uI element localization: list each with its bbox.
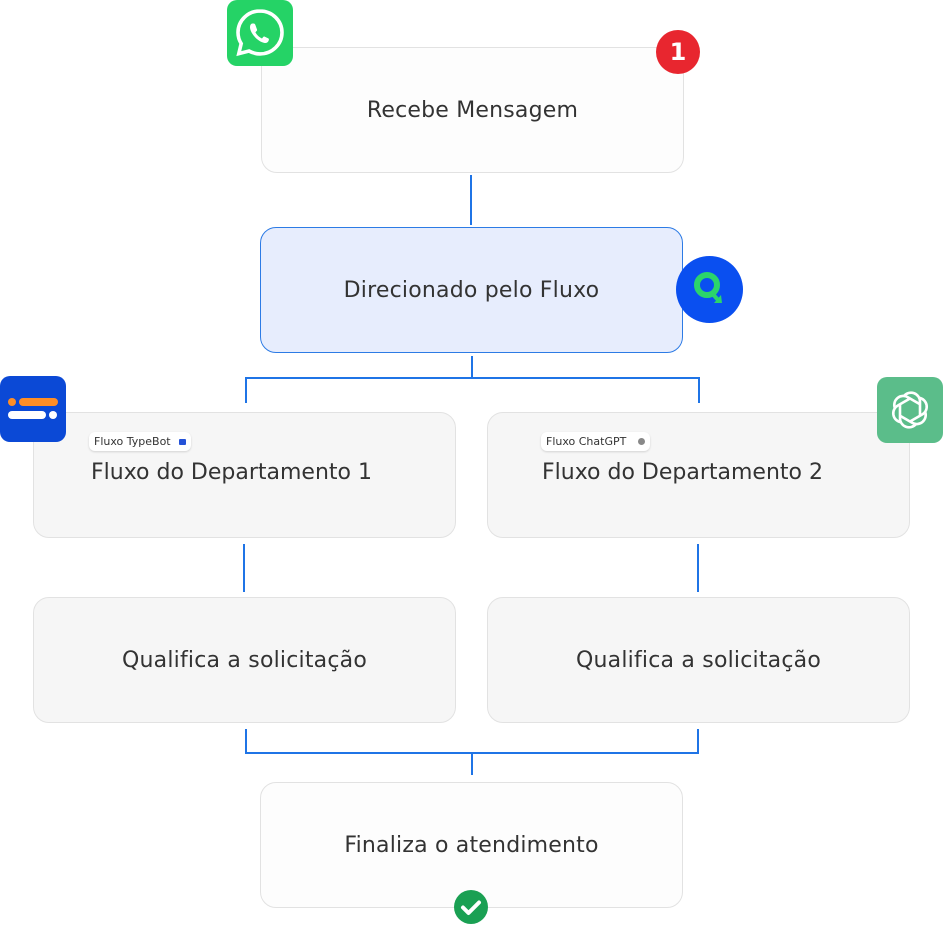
node-label: Fluxo do Departamento 2 [542, 460, 823, 485]
connector-receive-route [470, 175, 472, 225]
step-number: 1 [669, 38, 687, 66]
tag-chatgpt: Fluxo ChatGPT [541, 432, 651, 451]
connector-merge-left [245, 729, 247, 754]
whatsapp-icon [227, 0, 293, 66]
typebot-mini-icon [178, 438, 186, 445]
q-logo-icon [676, 256, 743, 323]
connector-merge-finish [471, 752, 473, 775]
tag-label: Fluxo ChatGPT [546, 435, 627, 448]
node-routed-by-flow[interactable]: Direcionado pelo Fluxo [260, 227, 683, 353]
node-label: Direcionado pelo Fluxo [343, 277, 600, 303]
chatgpt-icon [877, 377, 943, 443]
connector-branch-left [245, 377, 247, 403]
chatgpt-mini-icon [638, 438, 646, 445]
node-label: Qualifica a solicitação [576, 647, 821, 673]
node-label: Finaliza o atendimento [344, 832, 599, 858]
check-circle-icon [454, 890, 488, 924]
connector-branch-right [698, 377, 700, 403]
node-label: Recebe Mensagem [366, 97, 579, 123]
node-label: Qualifica a solicitação [122, 647, 367, 673]
connector-route-stem [471, 356, 473, 378]
connector-route-branch [245, 377, 700, 379]
step-badge: 1 [656, 30, 700, 74]
node-label: Fluxo do Departamento 1 [91, 460, 372, 485]
node-finish[interactable]: Finaliza o atendimento [260, 782, 683, 908]
node-receive-message[interactable]: Recebe Mensagem [261, 47, 684, 173]
tag-typebot: Fluxo TypeBot [89, 432, 191, 451]
node-qualify-2[interactable]: Qualifica a solicitação [487, 597, 910, 723]
connector-merge-right [697, 729, 699, 754]
node-qualify-1[interactable]: Qualifica a solicitação [33, 597, 456, 723]
connector-dept1-qualify1 [243, 544, 245, 592]
connector-dept2-qualify2 [697, 544, 699, 592]
typebot-icon [0, 376, 66, 442]
tag-label: Fluxo TypeBot [94, 435, 171, 448]
